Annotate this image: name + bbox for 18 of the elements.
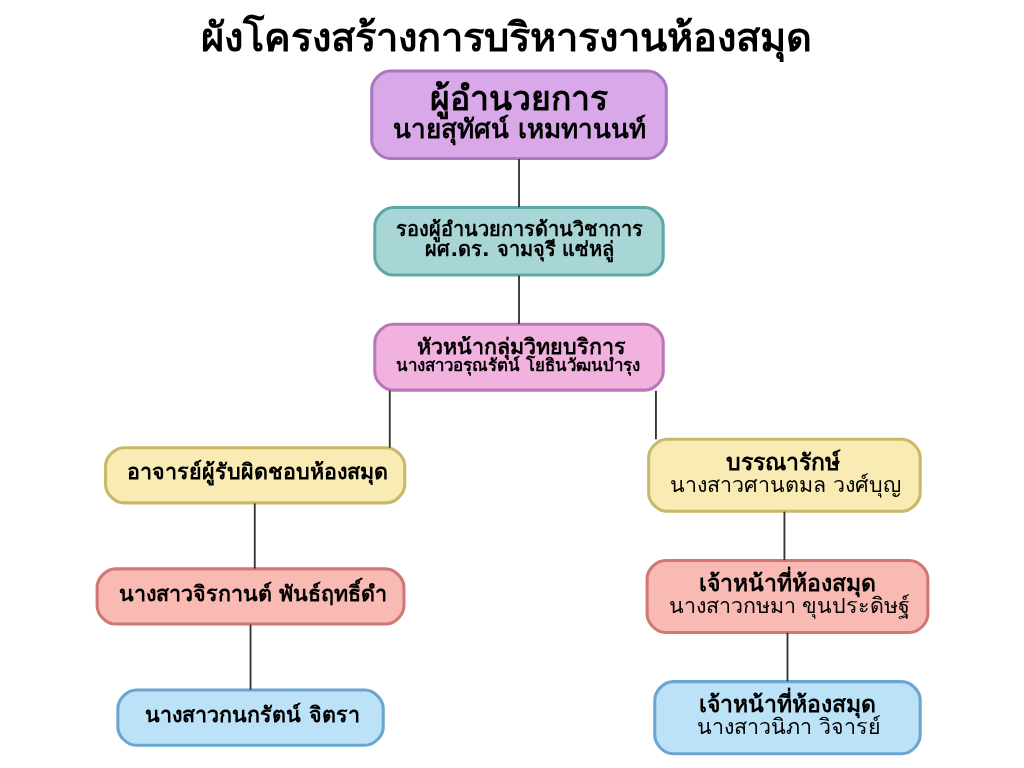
connector bbox=[249, 623, 251, 691]
node-box: เจ้าหน้าที่ห้องสมุด นางสาวกษมา ขุนประดิษฐ์ bbox=[645, 558, 929, 635]
node-box: รองผู้อำนวยการด้านวิชาการ ผศ.ดร. จามจุรี แซ่หลู่ bbox=[372, 206, 665, 277]
connector bbox=[517, 274, 520, 325]
node-box: บรรณารักษ์ นางสาวศานตมล วงศ์บุญ bbox=[646, 437, 922, 513]
diagram-title: ผังโครงสร้างการบริหารงานห้องสมุด bbox=[200, 13, 812, 60]
node-box: นางสาวกนกรัตน์ จิตรา bbox=[115, 688, 385, 747]
node-box: อาจารย์ผู้รับผิดชอบห้องสมุด bbox=[103, 446, 406, 505]
connector bbox=[786, 631, 788, 683]
connector bbox=[253, 502, 256, 570]
connector bbox=[654, 389, 657, 441]
node-box: นางสาวจิรกานต์ พันธ์ฤทธิ์ดำ bbox=[95, 567, 405, 626]
node-box: ผู้อำนวยการ นายสุทัศน์ เหมทานนท์ bbox=[369, 69, 668, 160]
connector bbox=[388, 389, 391, 449]
node-box: หัวหน้ากลุ่มวิทยบริการ นางสาวอรุณรัตน์ โยธินวัฒนบำรุง bbox=[372, 322, 665, 392]
node-box: เจ้าหน้าที่ห้องสมุด นางสาวนิภา วิจารย์ bbox=[652, 680, 922, 756]
connector bbox=[783, 510, 785, 562]
connector bbox=[517, 158, 520, 209]
